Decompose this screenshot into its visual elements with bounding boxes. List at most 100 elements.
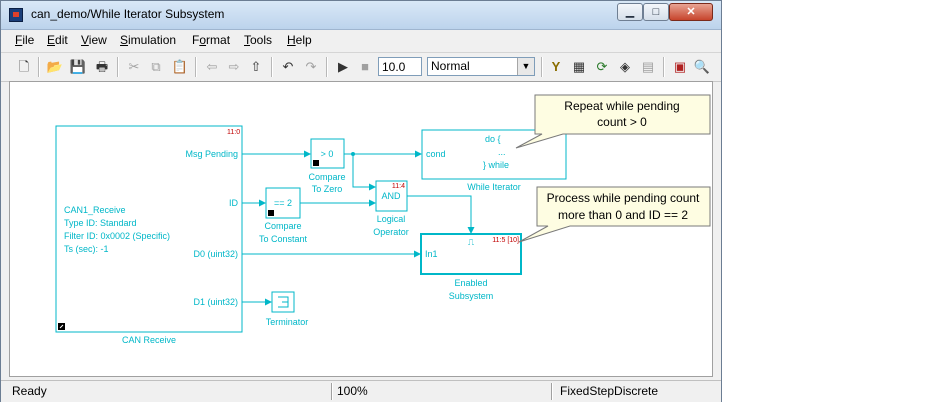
signal-and-to-enable[interactable] <box>407 195 475 234</box>
signal-compare-zero-to-and[interactable] <box>352 154 376 191</box>
compare-zero-name: Compare <box>308 172 345 182</box>
library-browser-icon[interactable]: Y <box>551 59 561 74</box>
open-folder-icon[interactable]: 📂 <box>46 59 64 74</box>
status-solver: FixedStepDiscrete <box>560 384 659 398</box>
stop-time-input[interactable] <box>378 57 422 76</box>
zoom-icon[interactable]: 🔍 <box>693 59 711 74</box>
port-label-msg-pending: Msg Pending <box>185 149 238 159</box>
logical-name: Logical <box>377 214 406 224</box>
compare-zero-label: > 0 <box>321 149 334 159</box>
debugger-icon[interactable]: ◈ <box>620 59 630 74</box>
can-receive-name: CAN Receive <box>122 335 176 345</box>
redo-icon[interactable]: ↷ <box>305 59 317 74</box>
can-receive-block[interactable]: 11:0 CAN1_Receive Type ID: Standard Filt… <box>55 125 243 333</box>
run-icon[interactable]: ▶ <box>338 59 348 74</box>
callout-repeat-note[interactable]: Repeat while pending count > 0 <box>515 94 711 149</box>
minimize-button[interactable]: ▁ <box>617 3 643 21</box>
logical-priority: 11:4 <box>392 183 405 190</box>
new-model-icon[interactable]: 🗋 <box>18 59 30 74</box>
stop-icon[interactable]: ■ <box>361 59 369 74</box>
status-state: Ready <box>12 384 47 398</box>
library-link-icon <box>313 160 319 166</box>
status-separator <box>331 383 333 400</box>
while-while-text: } while <box>483 160 509 170</box>
while-iterator-block[interactable]: cond do { ... } while <box>421 129 567 180</box>
close-button[interactable]: ✕ <box>669 3 713 21</box>
enabled-in1-port: In1 <box>425 249 438 259</box>
menu-view[interactable]: View <box>81 33 107 47</box>
while-cond-port: cond <box>426 149 446 159</box>
branch-point <box>351 152 355 156</box>
toolbar-separator <box>195 57 197 77</box>
simulation-mode-select[interactable]: Normal ▼ <box>427 57 535 76</box>
can-receive-info-line: CAN1_Receive <box>64 205 126 215</box>
port-label-d1: D1 (uint32) <box>193 297 238 307</box>
up-arrow-icon[interactable]: ⇧ <box>250 59 262 74</box>
compare-const-name: Compare <box>264 221 301 231</box>
title-bar: can_demo/While Iterator Subsystem ▁ □ ✕ <box>1 1 721 30</box>
port-label-d0: D0 (uint32) <box>193 249 238 259</box>
enable-port-icon: ⎍ <box>468 237 475 247</box>
enabled-priority: 11:5 [10] <box>492 237 519 244</box>
enabled-subsystem-name: Enabled <box>454 278 487 288</box>
block-diagram: 11:0 CAN1_Receive Type ID: Standard Filt… <box>55 94 711 345</box>
cut-icon[interactable]: ✂ <box>128 59 140 74</box>
save-icon[interactable]: 💾 <box>69 59 87 74</box>
terminator-block[interactable] <box>271 291 295 313</box>
terminator-name: Terminator <box>266 317 309 327</box>
logical-name: Operator <box>373 227 409 237</box>
print-icon[interactable]: 🖶 <box>95 59 109 74</box>
model-explorer-icon[interactable]: ▤ <box>641 59 655 74</box>
paste-icon[interactable]: 📋 <box>171 59 189 74</box>
toolbar-separator <box>663 57 665 77</box>
sample-time-icon[interactable]: ▣ <box>673 59 687 74</box>
callout-1-line: count > 0 <box>597 115 647 129</box>
while-dots-text: ... <box>498 147 506 157</box>
can-receive-info-line: Filter ID: 0x0002 (Specific) <box>64 231 170 241</box>
toolbar-separator <box>271 57 273 77</box>
menu-edit[interactable]: Edit <box>47 33 68 47</box>
port-label-id: ID <box>229 198 239 208</box>
model-canvas[interactable]: 11:0 CAN1_Receive Type ID: Standard Filt… <box>9 81 713 377</box>
enabled-subsystem-block[interactable]: ⎍ 11:5 [10] In1 <box>420 233 522 275</box>
compare-to-constant-block[interactable]: == 2 <box>265 187 301 219</box>
forward-arrow-icon[interactable]: ⇨ <box>228 59 240 74</box>
enabled-subsystem-name: Subsystem <box>449 291 494 301</box>
menu-format[interactable]: Format <box>192 33 231 47</box>
simulink-app-icon <box>9 8 23 22</box>
status-separator <box>551 383 553 400</box>
logical-operator-block[interactable]: 11:4 AND <box>375 180 408 212</box>
while-iterator-name: While Iterator <box>467 182 521 192</box>
toolbar-separator <box>326 57 328 77</box>
compare-to-zero-block[interactable]: > 0 <box>310 138 345 169</box>
while-do-text: do { <box>485 134 501 144</box>
can-receive-info-line: Type ID: Standard <box>64 218 137 228</box>
callout-1-line: Repeat while pending <box>564 99 679 113</box>
maximize-button[interactable]: □ <box>643 3 669 21</box>
build-icon[interactable]: ▦ <box>572 59 586 74</box>
simulink-window: can_demo/While Iterator Subsystem ▁ □ ✕ … <box>0 0 722 402</box>
undo-icon[interactable]: ↶ <box>282 59 294 74</box>
menu-help[interactable]: Help <box>287 33 312 47</box>
logical-label: AND <box>381 191 401 201</box>
window-title: can_demo/While Iterator Subsystem <box>31 7 225 21</box>
toolbar: 🗋 📂 💾 🖶 ✂ ⧉ 📋 ⇦ ⇨ ⇧ ↶ ↷ ▶ ■ Normal ▼ Y ▦… <box>1 52 721 82</box>
toolbar-separator <box>541 57 543 77</box>
status-zoom: 100% <box>337 384 368 398</box>
menu-tools[interactable]: Tools <box>244 33 273 47</box>
menu-bar: File Edit View Simulation Format Tools H… <box>1 30 721 50</box>
back-arrow-icon[interactable]: ⇦ <box>206 59 218 74</box>
toolbar-separator <box>117 57 119 77</box>
chevron-down-icon[interactable]: ▼ <box>517 58 534 75</box>
status-bar: Ready 100% FixedStepDiscrete <box>1 380 721 402</box>
update-diagram-icon[interactable]: ⟳ <box>596 59 608 74</box>
compare-const-label: == 2 <box>274 198 292 208</box>
library-link-icon <box>268 210 274 216</box>
menu-file[interactable]: File <box>15 33 35 47</box>
compare-zero-name: To Zero <box>312 184 343 194</box>
callout-process-note[interactable]: Process while pending count more than 0 … <box>518 186 711 243</box>
copy-icon[interactable]: ⧉ <box>151 59 161 74</box>
compare-const-name: To Constant <box>259 234 308 244</box>
toolbar-separator <box>38 57 40 77</box>
menu-simulation[interactable]: Simulation <box>120 33 177 47</box>
